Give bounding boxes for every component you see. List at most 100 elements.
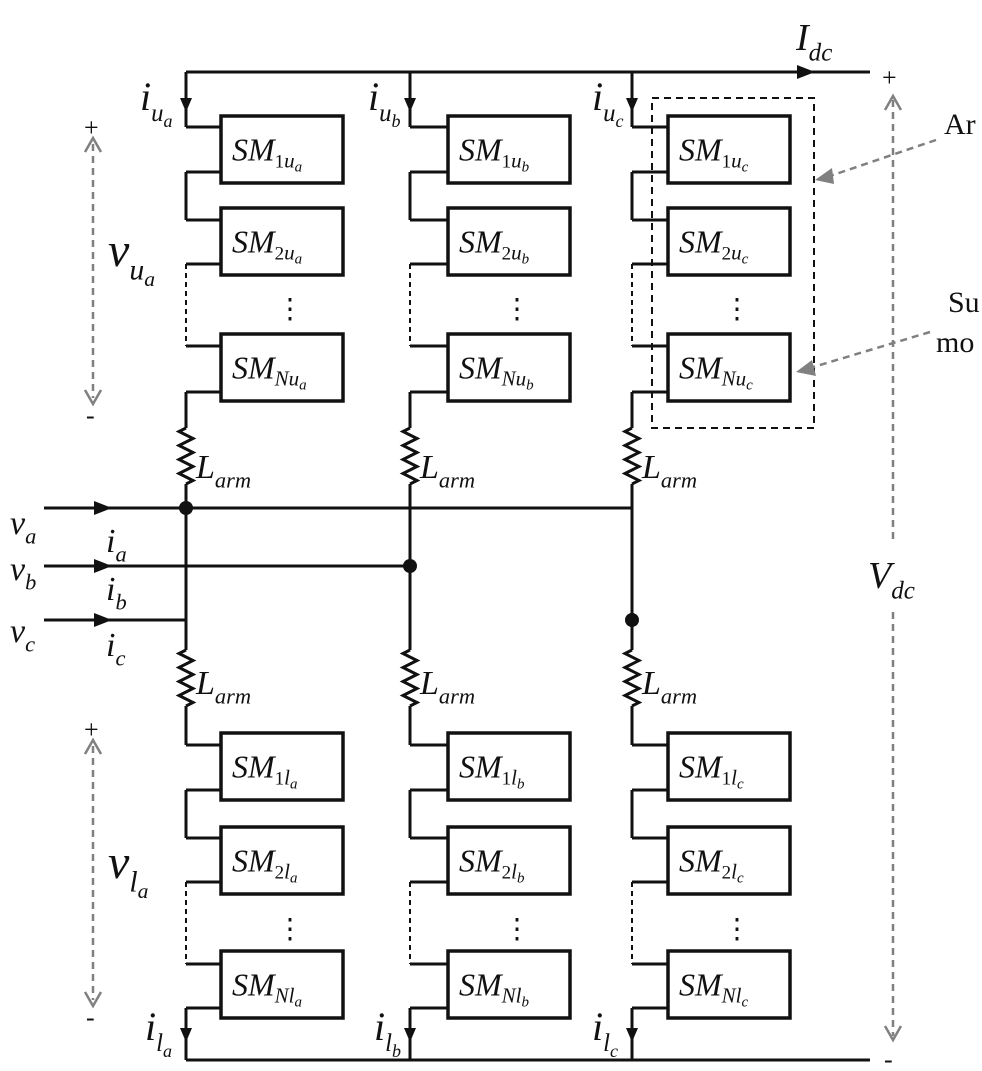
lower-inductor-c — [621, 648, 643, 708]
inductor-label: Larm — [419, 665, 475, 709]
upper-inductor-a — [175, 426, 197, 486]
submodule-box — [446, 332, 572, 403]
submodule-box — [219, 825, 345, 896]
submodule-box — [446, 731, 572, 802]
upper-inductor-c — [621, 426, 643, 486]
lower-arm-voltage-arrow-head-top — [83, 737, 103, 755]
submodule-box — [219, 949, 345, 1020]
submodule-box — [666, 949, 792, 1020]
submodule-box — [666, 731, 792, 802]
submodule-label: SM2uc — [679, 224, 749, 268]
submodule-box — [446, 949, 572, 1020]
vdc-label: Vdc — [868, 555, 915, 605]
submodule-box — [219, 206, 345, 277]
submodule-box — [219, 114, 345, 185]
submodule-box — [666, 825, 792, 896]
ac-arrow-c — [94, 613, 112, 627]
submodules — [219, 114, 792, 1020]
submodule-box — [446, 825, 572, 896]
submodule-callout-text: mo — [936, 326, 974, 359]
vdc-head-top — [883, 93, 903, 111]
lower-arm-voltage-label: vla — [108, 836, 148, 903]
circuit-labels: SM1uaSM2uaSMNua⋮SM1ubSM2ubSMNub⋮SM1ucSM2… — [10, 17, 980, 1071]
submodule-box — [446, 114, 572, 185]
submodule-label: SMNlc — [679, 967, 749, 1011]
submodule-label: SM2ub — [459, 224, 530, 268]
submodule-label: SM1ub — [459, 132, 530, 176]
upper-arm-voltage-arrow-head-bottom — [83, 389, 103, 407]
junction-dot-c — [625, 613, 639, 627]
arm-highlight-box — [651, 97, 815, 429]
ac-current-label: ic — [106, 627, 125, 671]
lower-arm-current-label: ila — [145, 1004, 172, 1061]
upper-arm-current-label: iua — [140, 74, 173, 131]
inductor-label: Larm — [195, 449, 251, 493]
submodule-box — [666, 114, 792, 185]
arm-callout-text: Ar — [944, 108, 976, 141]
submodule-box — [219, 332, 345, 403]
submodule-box — [219, 731, 345, 802]
submodule-label: SM2ua — [232, 224, 302, 268]
plus-sign: + — [84, 113, 99, 142]
minus-sign: - — [86, 1003, 95, 1032]
submodule-label: SMNla — [232, 967, 302, 1011]
ellipsis: ⋮ — [723, 294, 751, 325]
submodule-label: SMNuc — [679, 350, 753, 394]
vdc-minus: - — [884, 1045, 893, 1071]
ac-voltage-label: vc — [10, 613, 35, 657]
minus-sign: - — [86, 401, 95, 430]
lower-current-arrow-a — [180, 1028, 192, 1042]
ac-current-label: ia — [106, 523, 127, 567]
lower-current-arrow-b — [404, 1028, 416, 1042]
vdc-plus: + — [882, 63, 897, 92]
lower-arm-voltage-arrow-head-bottom — [83, 991, 103, 1009]
submodule-label: SM1ua — [232, 132, 302, 176]
upper-current-arrow-c — [626, 98, 638, 112]
upper-arm-voltage-label: vua — [108, 224, 155, 291]
submodule-label: SM1lb — [459, 749, 525, 793]
submodule-callout-text: Su — [948, 286, 980, 319]
arm-callout-head — [815, 168, 834, 184]
submodule-box — [666, 206, 792, 277]
ellipsis: ⋮ — [723, 914, 751, 945]
vdc-head-bottom — [883, 1025, 903, 1043]
ac-arrow-a — [94, 501, 112, 515]
submodule-label: SM2lc — [679, 843, 744, 887]
plus-sign: + — [84, 715, 99, 744]
inductor-label: Larm — [419, 449, 475, 493]
inductor-label: Larm — [195, 665, 251, 709]
upper-current-arrow-b — [404, 98, 416, 112]
submodule-label: SM1la — [232, 749, 298, 793]
upper-inductor-b — [399, 426, 421, 486]
upper-arm-current-label: iuc — [592, 74, 624, 131]
upper-arm-current-label: iub — [368, 74, 401, 131]
submodule-label: SM1lc — [679, 749, 744, 793]
inductor-label: Larm — [641, 665, 697, 709]
inductor-label: Larm — [641, 449, 697, 493]
ac-current-label: ib — [106, 571, 127, 615]
submodule-callout-head — [796, 360, 816, 376]
ellipsis: ⋮ — [503, 294, 531, 325]
ac-voltage-label: vb — [10, 551, 36, 595]
ac-voltage-label: va — [10, 505, 36, 549]
submodule-box — [666, 332, 792, 403]
lower-inductor-a — [175, 648, 197, 708]
upper-arm-voltage-arrow-head-top — [83, 135, 103, 153]
submodule-label: SM2lb — [459, 843, 525, 887]
ellipsis: ⋮ — [503, 914, 531, 945]
annotations — [83, 93, 937, 1043]
submodule-label: SMNlb — [459, 967, 530, 1011]
lower-current-arrow-c — [626, 1028, 638, 1042]
submodule-box — [446, 206, 572, 277]
ellipsis: ⋮ — [276, 294, 304, 325]
submodule-label: SM2la — [232, 843, 298, 887]
circuit-wires — [44, 65, 870, 1062]
ellipsis: ⋮ — [276, 914, 304, 945]
submodule-label: SM1uc — [679, 132, 749, 176]
lower-arm-current-label: ilc — [592, 1004, 618, 1061]
submodule-callout-arrow — [809, 330, 931, 370]
idc-arrow — [797, 65, 815, 79]
submodule-label: SMNub — [459, 350, 534, 394]
arm-callout-arrow — [829, 138, 937, 178]
